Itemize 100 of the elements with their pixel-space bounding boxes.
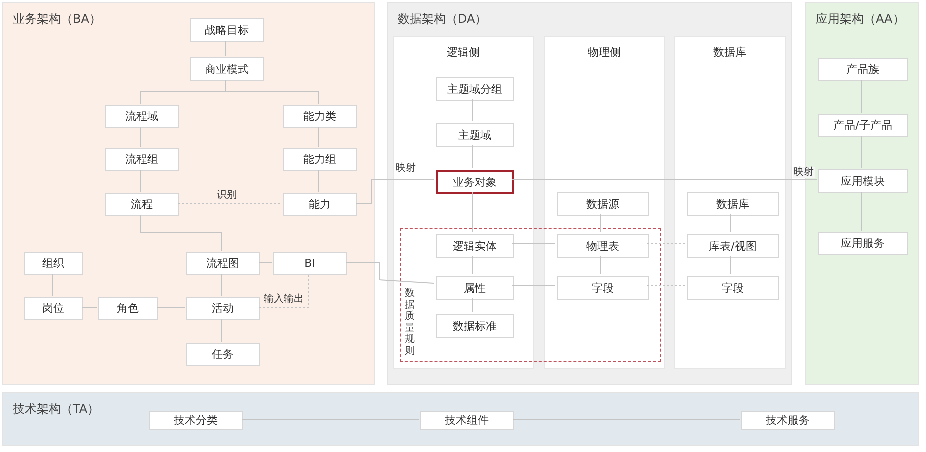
connector-line xyxy=(356,180,434,204)
box-label: 字段 xyxy=(722,280,744,296)
entity-box xyxy=(105,193,179,216)
edge-label: 识别 xyxy=(216,190,238,201)
connector-line xyxy=(600,214,602,232)
panel-title: 技术架构（TA） xyxy=(13,401,100,418)
connector-line xyxy=(140,126,142,148)
entity-box xyxy=(687,276,779,300)
entity-box xyxy=(436,123,514,147)
connector-line xyxy=(82,307,98,308)
box-label: 组织 xyxy=(42,256,64,271)
box-label: 物理表 xyxy=(586,238,620,254)
panel-title: 数据架构（DA） xyxy=(398,11,488,28)
box-label: 战略目标 xyxy=(205,22,249,38)
column-panel xyxy=(544,36,665,369)
connector-line xyxy=(140,214,222,252)
vertical-label: 数据质量规则 xyxy=(405,288,415,357)
entity-box xyxy=(24,252,83,275)
entity-box xyxy=(818,114,908,137)
connector-line xyxy=(512,419,740,420)
box-label: 岗位 xyxy=(42,301,64,316)
entity-box xyxy=(741,411,835,430)
box-label: 数据标准 xyxy=(453,318,497,334)
connector-line xyxy=(730,256,732,274)
entity-box xyxy=(436,77,514,101)
entity-box xyxy=(24,297,83,320)
box-label: 主题域 xyxy=(458,128,492,142)
entity-box xyxy=(557,276,649,300)
entity-box xyxy=(818,169,908,193)
box-label: 能力 xyxy=(309,197,331,212)
entity-box xyxy=(420,411,514,430)
box-label: 角色 xyxy=(117,301,139,316)
box-label: BI xyxy=(304,257,316,270)
entity-box xyxy=(190,18,264,42)
box-label: 流程域 xyxy=(126,109,158,124)
entity-box xyxy=(105,105,179,128)
connector-line xyxy=(472,144,474,168)
connector-line xyxy=(226,80,320,104)
box-label: 技术服务 xyxy=(766,413,810,428)
entity-box xyxy=(186,297,260,320)
entity-box xyxy=(818,58,908,81)
entity-box xyxy=(186,252,260,275)
box-label: 技术分类 xyxy=(174,413,218,428)
connector-line xyxy=(156,307,186,308)
connector-line xyxy=(318,170,320,192)
connector-line xyxy=(242,419,420,420)
column-panel xyxy=(393,36,534,369)
box-label: 属性 xyxy=(464,280,486,296)
highlighted-box xyxy=(436,170,514,194)
column-panel xyxy=(674,36,786,369)
box-label: 流程 xyxy=(131,197,153,212)
box-label: 商业模式 xyxy=(205,62,249,76)
entity-box xyxy=(273,252,347,275)
entity-box xyxy=(557,192,649,216)
box-label: 能力组 xyxy=(304,152,336,167)
connector-line xyxy=(258,262,272,263)
edge-label: 映射 xyxy=(395,163,417,174)
connector-line xyxy=(472,192,474,232)
box-label: 字段 xyxy=(592,280,614,296)
connector-line xyxy=(346,262,434,284)
connector-line xyxy=(140,170,142,192)
connector-line xyxy=(472,98,474,122)
box-label: 产品族 xyxy=(846,62,880,77)
entity-box xyxy=(149,411,243,430)
connector-line xyxy=(472,256,474,274)
entity-box xyxy=(436,276,514,300)
panel-title: 业务架构（BA） xyxy=(13,11,102,28)
architecture-panel xyxy=(805,2,919,385)
column-header: 数据库 xyxy=(712,45,748,60)
box-label: 库表/视图 xyxy=(709,238,757,254)
entity-box xyxy=(190,57,264,81)
entity-box xyxy=(186,343,260,366)
box-label: 逻辑实体 xyxy=(453,238,497,254)
box-label: 主题域分组 xyxy=(448,82,502,96)
entity-box xyxy=(283,105,357,128)
entity-box xyxy=(557,234,649,258)
box-label: 技术组件 xyxy=(445,413,489,428)
box-label: 产品/子产品 xyxy=(834,118,892,133)
edge-label: 输入输出 xyxy=(263,294,305,305)
entity-box xyxy=(436,314,514,338)
box-label: 任务 xyxy=(212,347,234,362)
box-label: 数据库 xyxy=(716,196,750,212)
architecture-panel xyxy=(387,2,792,385)
connector-line xyxy=(178,203,282,204)
box-label: 数据源 xyxy=(586,196,620,212)
column-header: 物理侧 xyxy=(587,45,622,60)
architecture-panel xyxy=(2,2,375,385)
box-label: 应用模块 xyxy=(841,174,885,188)
architecture-panel xyxy=(2,392,919,446)
box-label: 活动 xyxy=(212,301,234,316)
box-label: 应用服务 xyxy=(841,236,885,251)
entity-box xyxy=(98,297,158,320)
entity-box xyxy=(687,192,779,216)
connector-line xyxy=(730,214,732,232)
column-header: 逻辑侧 xyxy=(446,45,481,60)
entity-box xyxy=(687,234,779,258)
box-label: 流程图 xyxy=(206,256,240,271)
connector-line xyxy=(472,298,474,312)
edge-label: 映射 xyxy=(793,167,815,178)
panel-title: 应用架构（AA） xyxy=(816,11,905,28)
